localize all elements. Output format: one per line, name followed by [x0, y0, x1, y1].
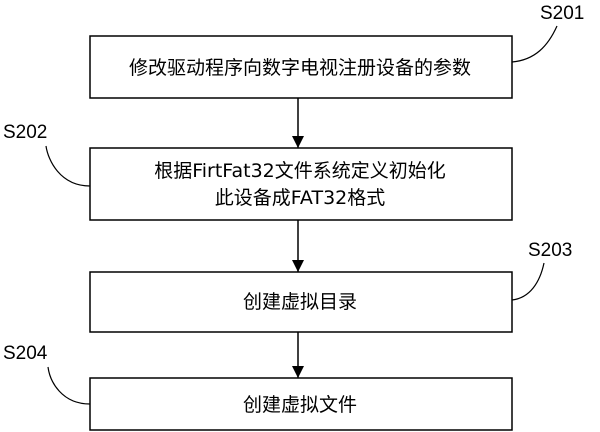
label-s204: S204 — [3, 343, 48, 364]
step-box-s201 — [89, 35, 513, 99]
label-leader-s202 — [45, 145, 91, 187]
step-box-s202 — [89, 147, 513, 221]
step-box-s204 — [89, 377, 513, 431]
label-leader-s203 — [511, 262, 545, 301]
label-s202: S202 — [3, 122, 47, 143]
label-leader-s204 — [47, 366, 91, 405]
step-s202: 根据FirtFat32文件系统定义初始化 此设备成FAT32格式 S202 — [3, 122, 513, 221]
step-s204: 创建虚拟文件 S204 — [3, 343, 513, 431]
label-leader-s201 — [511, 25, 558, 63]
step-box-s203 — [89, 271, 513, 333]
step-s201: 修改驱动程序向数字电视注册设备的参数 S201 — [89, 3, 584, 99]
step-text-s202-line2: 此设备成FAT32格式 — [215, 187, 386, 209]
step-text-s203: 创建虚拟目录 — [243, 291, 357, 313]
label-s203: S203 — [528, 240, 572, 261]
step-text-s204: 创建虚拟文件 — [243, 394, 357, 416]
step-text-s202-line1: 根据FirtFat32文件系统定义初始化 — [154, 160, 446, 182]
label-s201: S201 — [540, 3, 584, 24]
step-s203: 创建虚拟目录 S203 — [89, 240, 572, 333]
step-text-s201: 修改驱动程序向数字电视注册设备的参数 — [129, 57, 471, 79]
